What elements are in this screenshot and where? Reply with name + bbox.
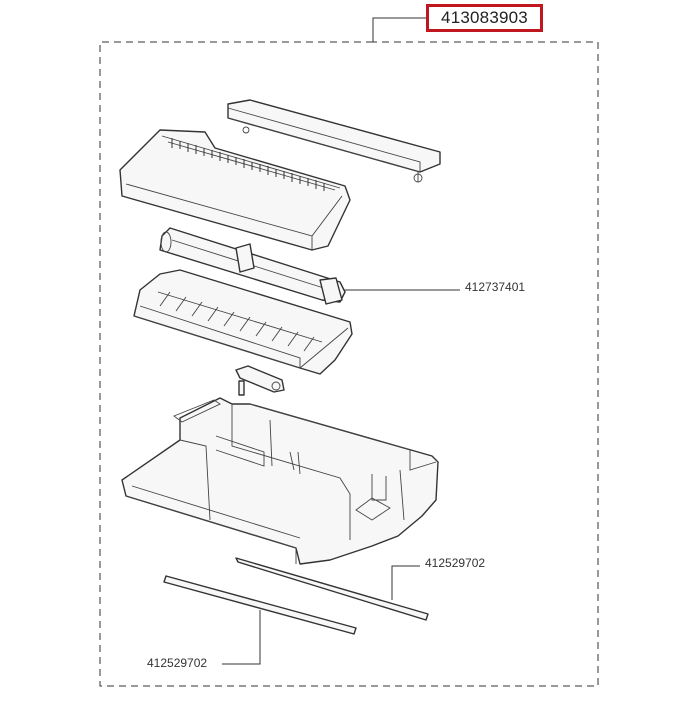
part-number-label-strip-upper: 412529702 — [425, 556, 486, 570]
strip-upper — [235, 557, 429, 621]
rod-axle — [159, 227, 346, 305]
part-number-label-rod-tray: 412737401 — [465, 280, 526, 294]
assembly-number-label: 413083903 — [426, 4, 543, 32]
part-number-label-strip-lower: 412529702 — [147, 656, 208, 670]
lid-scale-ticks — [167, 138, 336, 191]
leader-lines — [222, 289, 460, 665]
top-cover-strip — [227, 99, 441, 183]
ice-tray — [133, 269, 353, 375]
lid-with-scale — [119, 129, 351, 251]
assembly-boundary — [99, 17, 599, 687]
pin-and-lever — [235, 365, 285, 396]
strip-lower — [163, 575, 357, 635]
base-housing — [121, 397, 439, 565]
